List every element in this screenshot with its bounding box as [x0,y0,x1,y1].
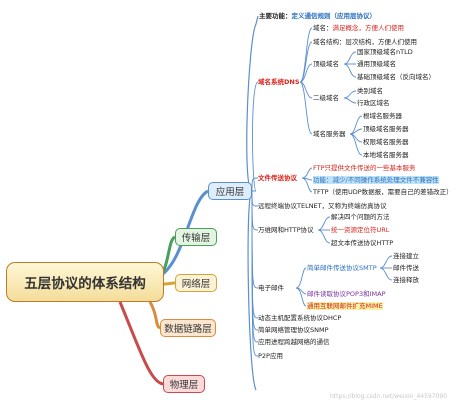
ftp-function: 功能：减少/不同操作系统处理文件不兼容性 [313,176,439,184]
tld-country: 国家顶级域名nTLD [357,48,413,56]
domain-def: 域名：满足概念，方便人们使用 [313,24,404,32]
process-comm: 应用进程跨越网络的通信 [258,338,330,346]
main-function: 主要功能：定义通信规则（应用层协议） [259,12,376,20]
www-solve: 解决四个问题的方法 [331,213,390,221]
main-function-text: 定义通信规则（应用层协议） [291,12,377,20]
root-topic: 五层协议的体系结构 [6,262,164,302]
dns-label[interactable]: 域名系统DNS [258,78,300,86]
sld-admin: 行政区域名 [357,99,390,107]
ds-local: 本地域名服务器 [363,151,409,159]
www-label[interactable]: 万维网和HTTP协议 [258,226,314,234]
tftp: TFTP（使用UDP数据报，需要自己的差错改正） [313,188,453,196]
snmp: 简单网络管理协议SNMP [258,326,329,334]
domain-def-label: 域名： [313,24,333,32]
tld-generic: 通用顶级域名 [357,60,396,68]
tld-infra: 基础顶级域名（反向域名） [357,73,435,81]
domain-servers[interactable]: 域名服务器 [313,130,346,138]
ftp-label[interactable]: 文件传送协议 [258,174,297,182]
dhcp: 动态主机配置系统协议DHCP [258,314,342,322]
email-label[interactable]: 电子邮件 [258,284,284,292]
layer-physical[interactable]: 物理层 [163,375,205,393]
layer-network[interactable]: 网络层 [175,274,217,292]
smtp-connect: 连接建立 [393,252,419,260]
domain-def-text: 满足概念，方便人们使用 [332,24,405,32]
layer-transport[interactable]: 传输层 [175,228,217,246]
top-level-domain[interactable]: 顶级域名 [313,60,339,68]
ds-root: 根域名服务器 [363,112,402,120]
smtp-transfer: 邮件传送 [393,264,419,272]
layer-datalink[interactable]: 数据链路层 [160,319,216,337]
second-level-domain[interactable]: 二级域名 [313,94,339,102]
ds-top: 顶级域名服务器 [363,125,409,133]
domain-structure: 域名结构：层次结构，方便人们使用 [313,38,417,46]
watermark: https://blog.csdn.net/weixin_44597090 [330,393,448,400]
ftp-desc: FTP只提供文件传送的一些基本服务 [313,164,416,172]
www-url: 统一资源定位符URL [331,226,390,234]
www-http: 超文本传送协议HTTP [331,239,394,247]
email-pop3: 邮件读取协议POP3和IMAP [307,290,386,298]
ds-auth: 权限域名服务器 [363,138,409,146]
email-smtp[interactable]: 简单邮件传送协议SMTP [307,264,377,272]
main-function-label: 主要功能： [259,12,292,20]
p2p: P2P应用 [258,352,283,360]
layer-application[interactable]: 应用层 [208,182,252,200]
smtp-release: 连接释放 [393,276,419,284]
sld-category: 类别域名 [357,87,383,95]
email-mime: 通用互联网邮件扩充MIME [307,302,383,310]
telnet: 远程终端协议TELNET，又称为终端仿真协议 [258,202,387,210]
